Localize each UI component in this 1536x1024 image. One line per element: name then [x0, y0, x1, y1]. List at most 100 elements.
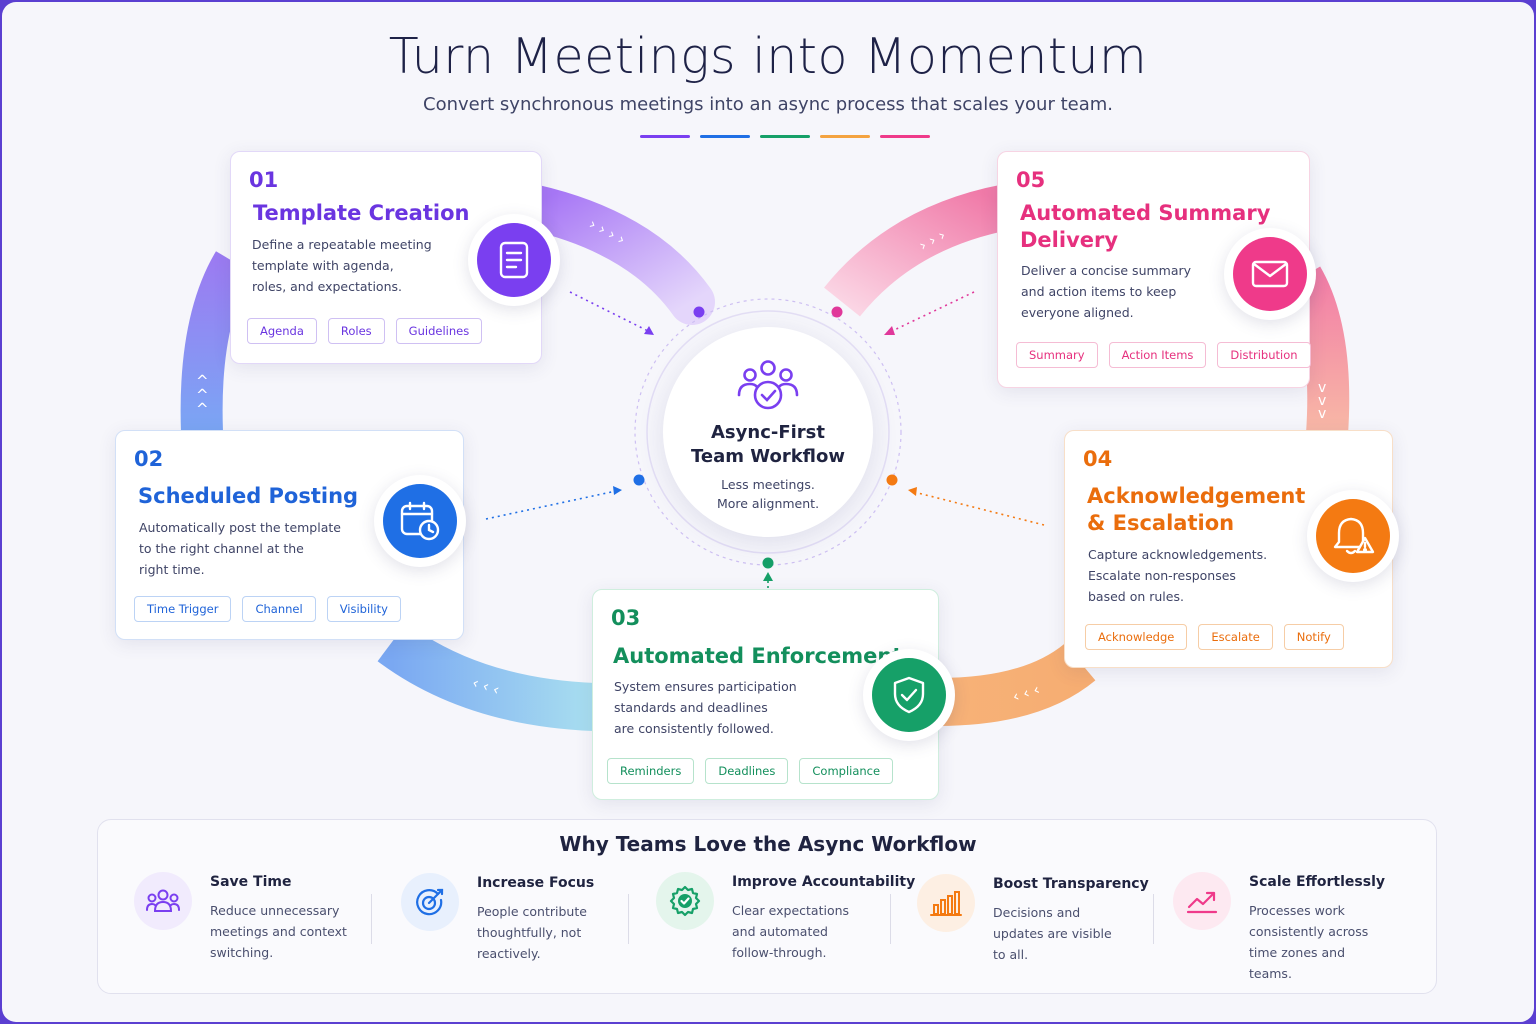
benefit-heading: Scale Effortlessly [1249, 874, 1386, 890]
step-description: Deliver a concise summary and action ite… [1021, 260, 1191, 323]
step-title: Acknowledgement & Escalation [1087, 483, 1305, 537]
step-title: Automated Enforcement [613, 644, 903, 668]
arc-arrows-right-1: v [1318, 380, 1326, 396]
benefit-desc: Clear expectations and automated follow-… [732, 903, 850, 960]
step-card-03[interactable]: 03 Automated Enforcement System ensures … [592, 589, 939, 800]
tag[interactable]: Reminders [607, 758, 695, 784]
tag[interactable]: Time Trigger [134, 596, 232, 622]
step-desc-line: Define a repeatable meeting [252, 237, 432, 252]
center-hub: Async-First Team Workflow Less meetings.… [663, 327, 873, 537]
arc-arrows-right-3: v [1318, 406, 1326, 422]
tag[interactable]: Roles [327, 318, 385, 344]
step-title-line2: Delivery [1020, 228, 1119, 252]
page-title: Turn Meetings into Momentum [388, 28, 1148, 85]
tag[interactable]: Deadlines [705, 758, 789, 784]
tag[interactable]: Summary [1016, 342, 1098, 368]
connector-03-arrow [763, 572, 773, 581]
center-subtitle: Less meetings. More alignment. [663, 475, 873, 513]
step-tags: Time Trigger Channel Visibility [134, 596, 401, 622]
step-tags: Agenda Roles Guidelines [247, 318, 483, 344]
arc-left [180, 251, 253, 433]
step-title: Scheduled Posting [138, 484, 359, 508]
tag[interactable]: Channel [242, 596, 316, 622]
benefit-save-time: Save Time Reduce unnecessary meetings an… [134, 872, 374, 982]
connector-05 [889, 291, 975, 333]
step-description: System ensures participation standards a… [614, 676, 797, 739]
connector-04-arrow [908, 487, 917, 496]
step-desc-line: based on rules. [1088, 589, 1184, 604]
divider [1153, 894, 1154, 944]
step-icon-03 [863, 649, 955, 741]
tag[interactable]: Guidelines [395, 318, 483, 344]
tag[interactable]: Compliance [799, 758, 894, 784]
dash-purple [640, 135, 690, 138]
step-number: 04 [1083, 447, 1113, 471]
step-tags: Acknowledge Escalate Notify [1085, 624, 1344, 650]
step-desc-line: Deliver a concise summary [1021, 263, 1192, 278]
arc-arrows-right-2: v [1318, 393, 1326, 409]
tag[interactable]: Acknowledge [1085, 624, 1188, 650]
benefit-heading: Save Time [210, 874, 292, 890]
step-description: Automatically post the template to the r… [139, 517, 341, 580]
divider [628, 894, 629, 944]
step-tags: Summary Action Items Distribution [1016, 342, 1311, 368]
tag[interactable]: Visibility [326, 596, 401, 622]
tag[interactable]: Escalate [1198, 624, 1273, 650]
dash-blue [700, 135, 750, 138]
step-desc-line: are consistently followed. [614, 721, 774, 736]
target-icon [416, 888, 444, 916]
step-desc-line: template with agenda, [252, 258, 394, 273]
center-title-line2: Team Workflow [690, 446, 846, 467]
document-icon [499, 241, 529, 279]
step-desc-line: Escalate non-responses [1088, 568, 1236, 583]
benefit-desc: Decisions and updates are visible to all… [993, 905, 1112, 962]
step-number: 03 [611, 606, 641, 630]
connector-01-arrow [644, 326, 654, 335]
step-description: Define a repeatable meeting template wit… [252, 234, 432, 297]
benefit-scale-effortlessly: Scale Effortlessly Processes work consis… [1173, 872, 1413, 982]
dash-green [760, 135, 810, 138]
check-badge-icon [669, 885, 701, 917]
tag[interactable]: Notify [1283, 624, 1344, 650]
connector-01 [569, 291, 651, 333]
orbit-outer [634, 298, 902, 566]
calendar-clock-icon [400, 501, 440, 541]
benefit-increase-focus: Increase Focus People contribute thought… [401, 873, 641, 983]
tag[interactable]: Action Items [1108, 342, 1207, 368]
step-card-01[interactable]: 01 Template Creation Define a repeatable… [230, 151, 542, 364]
benefit-boost-transparency: Boost Transparency Decisions and updates… [917, 874, 1157, 984]
step-icon-02 [374, 475, 466, 567]
benefit-heading: Boost Transparency [993, 876, 1149, 892]
step-number: 01 [249, 168, 279, 192]
divider [890, 894, 891, 944]
step-desc-line: roles, and expectations. [252, 279, 402, 294]
shield-check-icon [893, 676, 925, 714]
dot-purple [693, 306, 705, 318]
step-desc-line: Automatically post the template [139, 520, 341, 535]
users-icon [146, 889, 180, 912]
step-desc-line: to the right channel at the [139, 541, 304, 556]
mail-icon [1251, 260, 1289, 288]
tag[interactable]: Agenda [247, 318, 317, 344]
dash-pink [880, 135, 930, 138]
step-icon-04 [1307, 490, 1399, 582]
dash-orange [820, 135, 870, 138]
benefit-heading: Increase Focus [477, 875, 595, 891]
bar-chart-icon [930, 891, 962, 916]
arc-pink [824, 184, 1012, 317]
center-title: Async-First Team Workflow [663, 421, 873, 469]
step-icon-01 [468, 214, 560, 306]
step-desc-line: and action items to keep [1021, 284, 1177, 299]
benefit-desc: People contribute thoughtfully, not reac… [477, 904, 587, 961]
tag[interactable]: Distribution [1217, 342, 1311, 368]
arc-purple [509, 184, 715, 325]
divider [371, 894, 372, 944]
step-title: Template Creation [253, 201, 470, 225]
step-description: Capture acknowledgements. Escalate non-r… [1088, 544, 1267, 607]
dot-orange [886, 474, 898, 486]
page-subtitle: Convert synchronous meetings into an asy… [423, 94, 1113, 115]
color-dashes [640, 135, 930, 138]
center-sub-line1: Less meetings. [721, 477, 815, 492]
